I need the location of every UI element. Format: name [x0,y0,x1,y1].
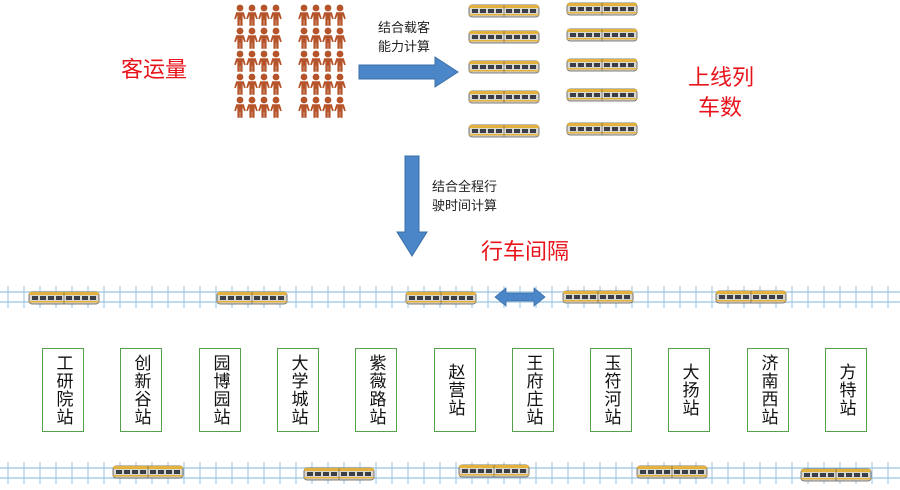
person-figure-icon [258,73,270,95]
train-icon [458,464,530,478]
station-name: 工研院站 [52,354,73,426]
person-figure-icon [298,27,310,49]
person-figure-icon [310,27,322,49]
station-box: 紫薇路站 [355,348,397,432]
person-figure-icon [258,4,270,26]
person-figure-icon [270,73,282,95]
calc-capacity-note: 结合载客 能力计算 [378,19,430,57]
station-box: 大学城站 [277,348,319,432]
person-figure-icon [298,50,310,72]
calc-runtime-line1: 结合全程行 [432,180,498,195]
passenger-figures-left [234,4,282,119]
arrow-right-icon [358,56,459,88]
calc-capacity-line2: 能力计算 [378,40,431,55]
train-icon [468,30,540,44]
station-box: 赵营站 [434,348,476,432]
station-name: 紫薇路站 [365,354,386,426]
person-figure-icon [322,4,334,26]
person-figure-icon [322,96,334,118]
station-name: 济南西站 [757,354,778,426]
train-icon [468,60,540,74]
headway-label: 行车间隔 [481,240,570,265]
train-icon [566,88,638,102]
station-name: 园博园站 [209,354,230,426]
person-figure-icon [270,50,282,72]
person-figure-icon [298,96,310,118]
calc-capacity-line1: 结合载客 [378,21,431,36]
person-figure-icon [270,96,282,118]
person-figure-icon [334,73,346,95]
person-figure-icon [234,96,246,118]
station-box: 创新谷站 [120,348,162,432]
person-figure-icon [334,4,346,26]
person-figure-icon [298,4,310,26]
person-figure-icon [310,50,322,72]
person-figure-icon [322,27,334,49]
train-icon [303,467,375,481]
person-figure-icon [334,96,346,118]
train-icon [566,28,638,42]
person-figure-icon [270,27,282,49]
person-figure-icon [246,96,258,118]
train-icon [636,465,708,479]
train-icon [468,124,540,138]
person-figure-icon [246,50,258,72]
train-icon [468,4,540,18]
person-figure-icon [270,4,282,26]
person-figure-icon [234,27,246,49]
station-box: 园博园站 [199,348,241,432]
trains-online-line2: 车数 [698,96,743,121]
station-name: 方特站 [835,363,856,417]
station-box: 玉符河站 [590,348,632,432]
person-figure-icon [234,50,246,72]
person-figure-icon [310,4,322,26]
station-box: 大扬站 [668,348,710,432]
calc-runtime-note: 结合全程行 驶时间计算 [432,178,497,216]
person-figure-icon [234,73,246,95]
person-figure-icon [310,96,322,118]
arrow-down-icon [396,155,428,257]
passenger-figures-right [298,4,346,119]
station-box: 济南西站 [747,348,789,432]
passenger-volume-label: 客运量 [121,58,188,83]
station-name: 创新谷站 [130,354,151,426]
station-box: 工研院站 [42,348,84,432]
station-name: 玉符河站 [600,354,621,426]
station-name: 王府庄站 [522,354,543,426]
train-icon [405,291,477,305]
train-icon [112,465,184,479]
train-icon [715,290,787,304]
train-icon [28,291,100,305]
person-figure-icon [298,73,310,95]
trains-online-line1: 上线列 [688,66,755,91]
train-icon [468,90,540,104]
person-figure-icon [246,73,258,95]
person-figure-icon [310,73,322,95]
station-name: 大学城站 [287,354,308,426]
person-figure-icon [334,50,346,72]
person-figure-icon [234,4,246,26]
train-icon [216,291,288,305]
train-icon [566,58,638,72]
person-figure-icon [322,50,334,72]
person-figure-icon [322,73,334,95]
train-icon [566,2,638,16]
person-figure-icon [258,50,270,72]
person-figure-icon [258,27,270,49]
calc-runtime-line2: 驶时间计算 [432,199,498,214]
double-arrow-icon [494,287,546,307]
person-figure-icon [258,96,270,118]
train-icon [566,122,638,136]
person-figure-icon [334,27,346,49]
trains-online-label: 上线列 车数 [688,64,754,124]
station-name: 赵营站 [444,363,465,417]
train-fleet-grid [468,2,648,142]
person-figure-icon [246,27,258,49]
train-icon [562,290,634,304]
station-box: 王府庄站 [512,348,554,432]
station-box: 方特站 [825,348,867,432]
person-figure-icon [246,4,258,26]
train-icon [800,468,872,482]
station-name: 大扬站 [678,363,699,417]
